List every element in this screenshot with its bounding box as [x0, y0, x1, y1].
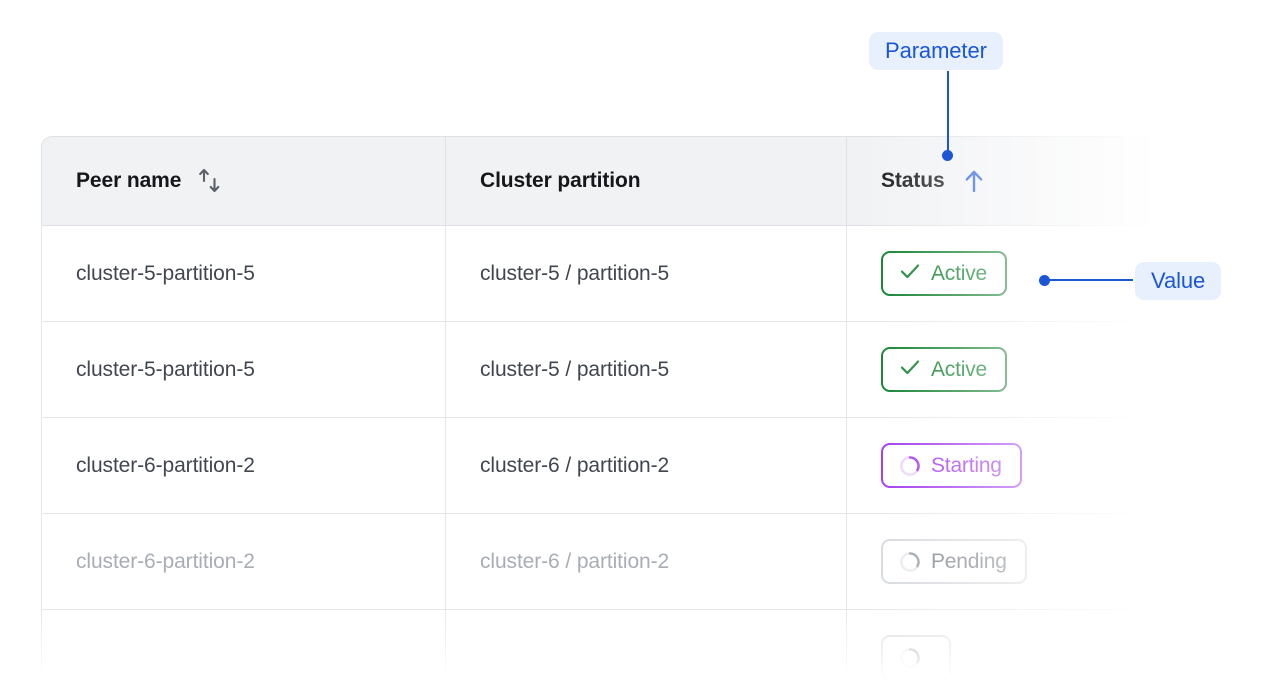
annotation-parameter-connector — [947, 71, 949, 154]
cell-peer-name: cluster-6-partition-2 — [41, 514, 445, 610]
status-badge-label: Starting — [931, 453, 1002, 477]
table-header-row: Peer name Cluster partition — [41, 136, 1201, 226]
cell-peer-name: cluster-5-partition-5 — [41, 322, 445, 418]
table-row[interactable]: cluster-5-partition-5 cluster-5 / partit… — [41, 322, 1201, 418]
check-icon — [898, 259, 922, 289]
table-row[interactable]: cluster-6-partition-2 cluster-6 / partit… — [41, 418, 1201, 514]
check-icon — [898, 355, 922, 385]
column-header-label: Cluster partition — [480, 169, 641, 192]
annotation-value-dot — [1039, 275, 1050, 286]
cell-cluster-partition: cluster-6 / partition-2 — [445, 514, 846, 610]
table-row[interactable]: cluster-6-partition-2 cluster-6 / partit… — [41, 514, 1201, 610]
cell-cluster-partition — [445, 610, 846, 688]
status-badge: Pending — [881, 539, 1027, 584]
status-badge: Starting — [881, 443, 1022, 488]
peers-table: Peer name Cluster partition — [41, 136, 1201, 688]
annotation-value-connector — [1049, 279, 1133, 281]
spinner-icon — [898, 454, 922, 478]
cell-status: Starting — [846, 418, 1201, 514]
status-badge — [881, 635, 951, 680]
cell-peer-name — [41, 610, 445, 688]
column-header-label: Status — [881, 169, 945, 192]
table-body: cluster-5-partition-5 cluster-5 / partit… — [41, 226, 1201, 688]
spinner-icon — [898, 646, 922, 670]
cell-peer-name: cluster-6-partition-2 — [41, 418, 445, 514]
annotation-parameter-dot — [942, 150, 953, 161]
column-header-cluster-partition[interactable]: Cluster partition — [445, 136, 846, 226]
cell-status: Active — [846, 322, 1201, 418]
status-badge: Active — [881, 251, 1007, 296]
cell-status — [846, 610, 1201, 688]
cell-cluster-partition: cluster-6 / partition-2 — [445, 418, 846, 514]
status-badge: Active — [881, 347, 1007, 392]
table-header: Peer name Cluster partition — [41, 136, 1201, 226]
column-header-label: Peer name — [76, 169, 182, 192]
column-header-status[interactable]: Status — [846, 136, 1201, 226]
cell-status: Pending — [846, 514, 1201, 610]
cell-cluster-partition: cluster-5 / partition-5 — [445, 322, 846, 418]
table-row[interactable]: cluster-5-partition-5 cluster-5 / partit… — [41, 226, 1201, 322]
status-badge-label: Active — [931, 261, 987, 285]
spinner-icon — [898, 550, 922, 574]
table-row[interactable] — [41, 610, 1201, 688]
sort-both-icon[interactable] — [197, 166, 223, 196]
cell-peer-name: cluster-5-partition-5 — [41, 226, 445, 322]
cell-cluster-partition: cluster-5 / partition-5 — [445, 226, 846, 322]
column-header-peer-name[interactable]: Peer name — [41, 136, 445, 226]
annotation-parameter-label: Parameter — [869, 32, 1003, 70]
arrow-up-icon[interactable] — [961, 167, 987, 195]
status-badge-label: Active — [931, 357, 987, 381]
peers-table-container: Peer name Cluster partition — [41, 136, 1201, 688]
annotation-value-label: Value — [1135, 262, 1222, 300]
status-badge-label: Pending — [931, 549, 1007, 573]
